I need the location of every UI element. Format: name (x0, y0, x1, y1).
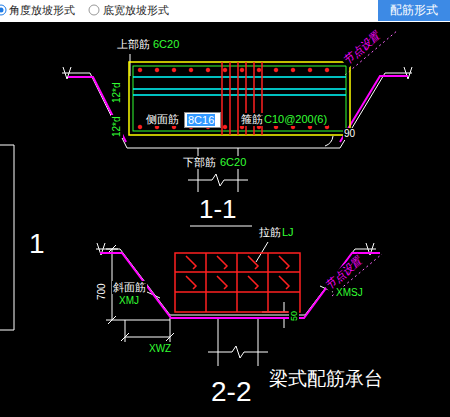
stirrup (138, 125, 142, 129)
radio-button (0, 8, 4, 13)
drawing-label: 梁式配筋承台 (268, 368, 384, 390)
pit-outline (190, 226, 252, 227)
drawing-label: 6C20 (152, 38, 180, 51)
stirrup (240, 125, 244, 129)
rebar-grid (279, 256, 289, 269)
pit-outline (325, 136, 333, 146)
drawing-label: 12*d (111, 81, 123, 104)
pit-outline (106, 245, 170, 324)
drawing-label: 12*d (111, 115, 123, 138)
toolbar (0, 0, 450, 22)
pit-outline (96, 242, 376, 366)
pit-outline (198, 148, 238, 192)
stirrup (138, 62, 329, 135)
stirrup (155, 68, 159, 72)
rebar-grid (175, 291, 300, 293)
rebar-grid (248, 256, 258, 269)
drawing-label: 拉筋 (258, 226, 282, 239)
rebar-grid (236, 253, 238, 312)
rebar-grid (217, 256, 227, 269)
stirrup (274, 68, 278, 72)
rebar-grid (248, 276, 258, 289)
stirrup (237, 62, 239, 135)
input-box: 8C16 (184, 112, 221, 128)
beam (129, 62, 350, 135)
stirrup (172, 125, 176, 129)
stirrup (172, 68, 176, 72)
beam (133, 77, 346, 95)
drawing-label: 700 (96, 282, 108, 301)
slope-bar (100, 253, 380, 318)
drawing-label: 1 (28, 228, 46, 260)
drawing-label: 上部筋 (116, 38, 151, 51)
rebar-grid (267, 253, 269, 312)
pit-outline (96, 249, 376, 315)
slope-bar (68, 77, 126, 142)
drawing-label: 箍筋 (240, 113, 264, 126)
rebar-grid (186, 256, 196, 269)
slope-bar (100, 253, 380, 318)
drawing-label: 斜面筋 (112, 281, 147, 294)
rebar-grid (217, 276, 227, 289)
pit-outline (208, 346, 268, 358)
rebar-grid (175, 271, 300, 273)
stirrup (221, 62, 223, 135)
pit-outline (218, 318, 258, 366)
pit-outline (404, 67, 412, 79)
pit-outline (256, 242, 268, 262)
drawing-label: XMSJ (335, 287, 364, 299)
stirrup (291, 68, 295, 72)
drawing-label: 下部筋 (182, 156, 217, 169)
stirrup (257, 68, 261, 72)
drawing-label: 角度放坡形式 (8, 4, 76, 17)
drawing-label: 6C20 (219, 156, 247, 169)
drawing-label: 50 (289, 310, 299, 322)
radio-button (0, 5, 6, 15)
drawing-label: 节点设置 (340, 28, 383, 67)
stirrup (138, 68, 142, 72)
rebar-grid (205, 253, 207, 312)
drawing-label: 底宽放坡形式 (102, 4, 170, 17)
beam (133, 66, 346, 131)
rebar-grid (175, 253, 300, 312)
stirrup (325, 125, 329, 129)
stirrup (308, 125, 312, 129)
stirrup (291, 125, 295, 129)
pit-outline (121, 318, 174, 342)
node-dotted-line (332, 30, 398, 296)
pit-outline (0, 145, 14, 330)
stirrup (223, 125, 227, 129)
stirrup (206, 68, 210, 72)
drawing-label: 1-1 (198, 195, 238, 225)
button: 配筋形式 (378, 0, 450, 21)
stirrup (240, 68, 244, 72)
stirrup (274, 125, 278, 129)
radio-button (89, 5, 99, 15)
stirrup (257, 125, 261, 129)
stirrup (189, 68, 193, 72)
pit-outline (262, 302, 288, 328)
drawing-label: 90 (343, 128, 356, 140)
rebar-grid (279, 276, 289, 289)
button-text: 配筋形式 (390, 2, 438, 19)
stirrup (229, 62, 231, 135)
stirrup (223, 68, 227, 72)
stirrup (155, 125, 159, 129)
pit-outline (62, 73, 412, 148)
drawing-label: 侧面筋 (145, 113, 180, 126)
drawing-label: C10@200(6) (263, 113, 328, 126)
rebar-grid (175, 253, 300, 312)
drawing-label: XMJ (118, 295, 140, 307)
drawing-label: LJ (281, 226, 295, 239)
drawing-label: 2-2 (210, 376, 252, 408)
stirrup (308, 68, 312, 72)
pit-outline (0, 54, 412, 330)
drawing-label: XWZ (148, 343, 172, 355)
beam (129, 62, 350, 135)
selected-text: 8C16 (187, 114, 215, 126)
rebar-grid (186, 276, 196, 289)
stirrup (325, 68, 329, 72)
pit-outline (188, 174, 248, 186)
